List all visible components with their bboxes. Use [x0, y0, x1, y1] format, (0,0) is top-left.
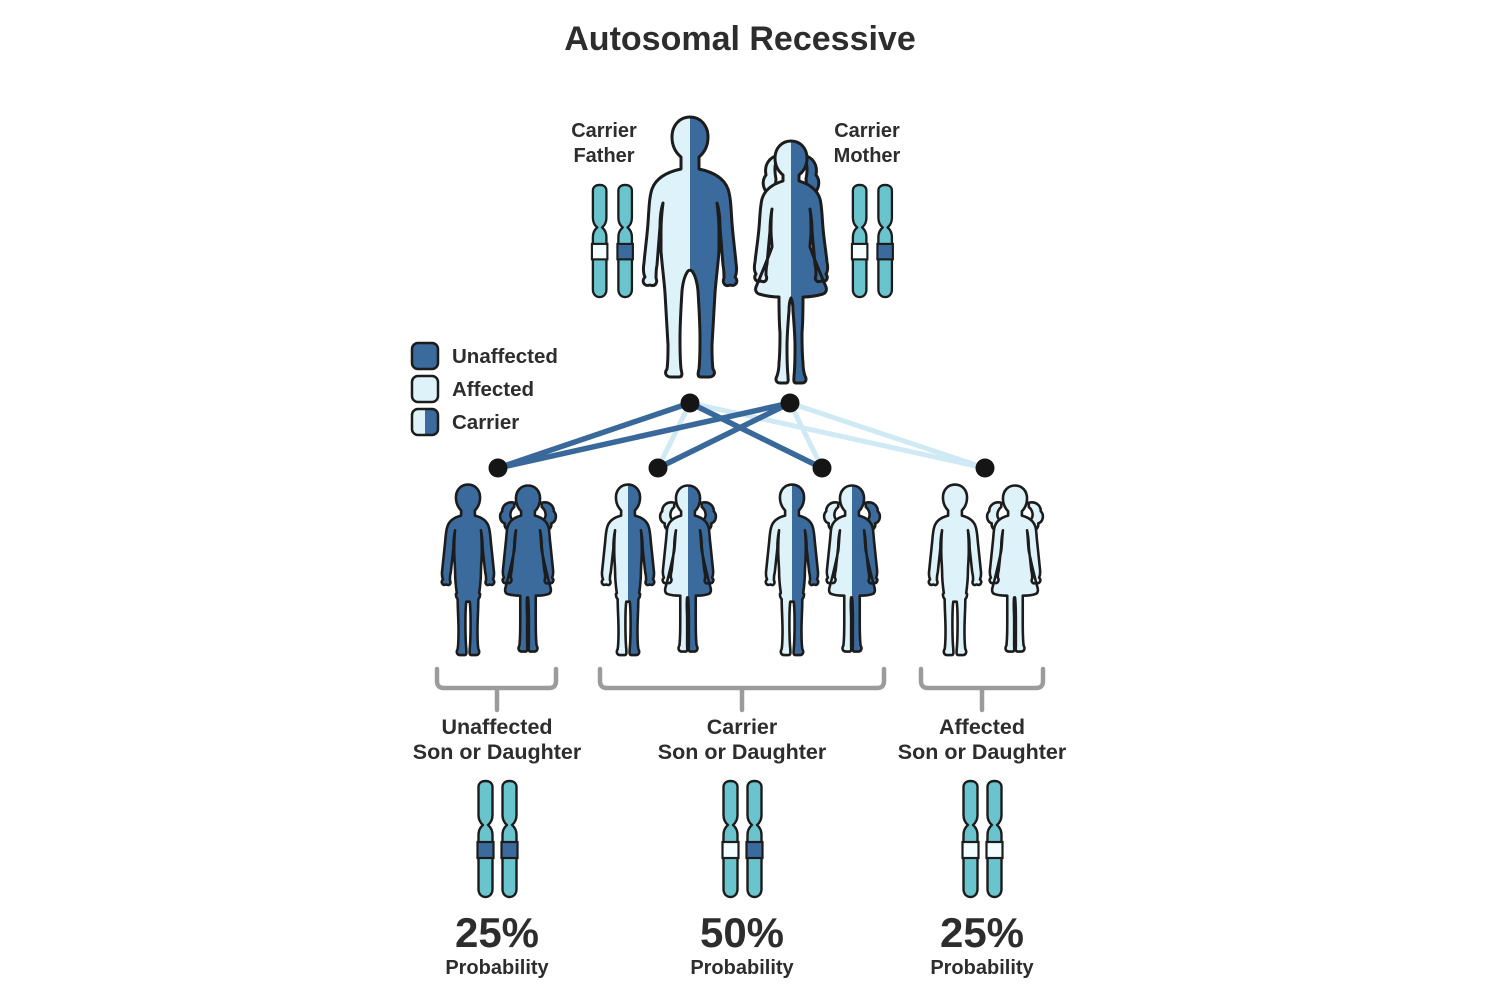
allele-line-mother-dominant-to-carrier1	[655, 400, 793, 471]
carrier-chromosome-normal	[721, 779, 740, 899]
carrier-children-pair-1	[600, 483, 718, 657]
unaffected-daughter-figure	[498, 484, 558, 653]
father-node	[680, 393, 700, 413]
mother-label: Carrier Mother	[834, 120, 901, 167]
unaffected-children-pair	[440, 483, 558, 657]
carrier-child-node-2	[812, 458, 832, 478]
carrier-group-label-line1: Carrier	[707, 715, 778, 739]
father-chromosome-carrier	[616, 183, 635, 299]
carrier-mother-figure	[752, 139, 830, 385]
offspring-group-labels: Unaffected Son or Daughter Carrier Son o…	[413, 715, 1067, 764]
unaffected-chromosome-2	[500, 779, 519, 899]
carrier-children-pair-2	[764, 483, 882, 657]
carrier-daughter-figure-1	[658, 484, 718, 653]
affected-child-node	[975, 458, 995, 478]
mother-chromosome-normal	[850, 183, 869, 299]
allele-line-mother-dominant-to-unaffected	[495, 400, 793, 471]
legend-label-unaffected: Unaffected	[452, 345, 558, 368]
carrier-daughter-figure-2	[822, 484, 882, 653]
unaffected-group-label-line2: Son or Daughter	[413, 740, 582, 764]
legend-label-carrier: Carrier	[452, 411, 519, 434]
affected-chromosome-2	[985, 779, 1004, 899]
carrier-son-figure-2	[764, 483, 820, 657]
affected-group-bracket	[918, 666, 1046, 713]
legend: Unaffected Affected Carrier	[410, 341, 558, 437]
mother-chromosome-carrier	[876, 183, 895, 299]
affected-probability-caption: Probability	[930, 957, 1034, 979]
affected-probability-value: 25%	[940, 909, 1024, 956]
probability-labels: 25% Probability 50% Probability 25% Prob…	[445, 909, 1034, 979]
allele-line-mother-recessive-to-affected	[787, 400, 988, 471]
father-chromosome-normal	[590, 183, 609, 299]
legend-label-affected: Affected	[452, 378, 534, 401]
unaffected-child-node	[488, 458, 508, 478]
legend-swatch-unaffected	[410, 341, 440, 371]
carrier-chromosome-pair	[721, 779, 764, 899]
carrier-child-node-1	[648, 458, 668, 478]
mother-label-line2: Mother	[834, 145, 901, 167]
allele-line-father-dominant-to-unaffected	[495, 400, 693, 471]
affected-chromosome-pair	[961, 779, 1004, 899]
unaffected-probability-value: 25%	[455, 909, 539, 956]
affected-children-pair	[927, 483, 1045, 657]
legend-swatch-carrier	[410, 407, 440, 437]
affected-son-figure	[927, 483, 983, 657]
carrier-group-bracket	[597, 666, 887, 713]
legend-swatch-affected	[410, 374, 440, 404]
allele-line-father-recessive-to-carrier1	[655, 400, 693, 471]
group-brackets	[434, 666, 1046, 713]
carrier-probability-value: 50%	[700, 909, 784, 956]
allele-line-father-dominant-to-carrier2	[687, 400, 825, 471]
mother-label-line1: Carrier	[834, 120, 900, 142]
allele-line-mother-recessive-to-carrier2	[787, 400, 825, 471]
father-label-line1: Carrier	[571, 120, 637, 142]
affected-daughter-figure	[985, 484, 1045, 653]
mother-node	[780, 393, 800, 413]
affected-chromosome-1	[961, 779, 980, 899]
carrier-chromosome-mutant	[745, 779, 764, 899]
unaffected-group-bracket	[434, 666, 559, 713]
mother-chromosome-pair	[850, 183, 895, 299]
carrier-probability-caption: Probability	[690, 957, 794, 979]
pedigree-nodes	[488, 393, 995, 478]
father-label-line2: Father	[573, 145, 634, 167]
unaffected-chromosome-pair	[476, 779, 519, 899]
affected-group-label-line2: Son or Daughter	[898, 740, 1067, 764]
carrier-father-figure	[641, 115, 739, 379]
carrier-group-label-line2: Son or Daughter	[658, 740, 827, 764]
father-label: Carrier Father	[571, 120, 637, 167]
unaffected-son-figure	[440, 483, 496, 657]
diagram-title: Autosomal Recessive	[564, 20, 916, 58]
father-chromosome-pair	[590, 183, 635, 299]
unaffected-group-label-line1: Unaffected	[441, 715, 552, 739]
inheritance-lines	[495, 400, 988, 471]
unaffected-chromosome-1	[476, 779, 495, 899]
unaffected-probability-caption: Probability	[445, 957, 549, 979]
affected-group-label-line1: Affected	[939, 715, 1025, 739]
carrier-son-figure-1	[600, 483, 656, 657]
